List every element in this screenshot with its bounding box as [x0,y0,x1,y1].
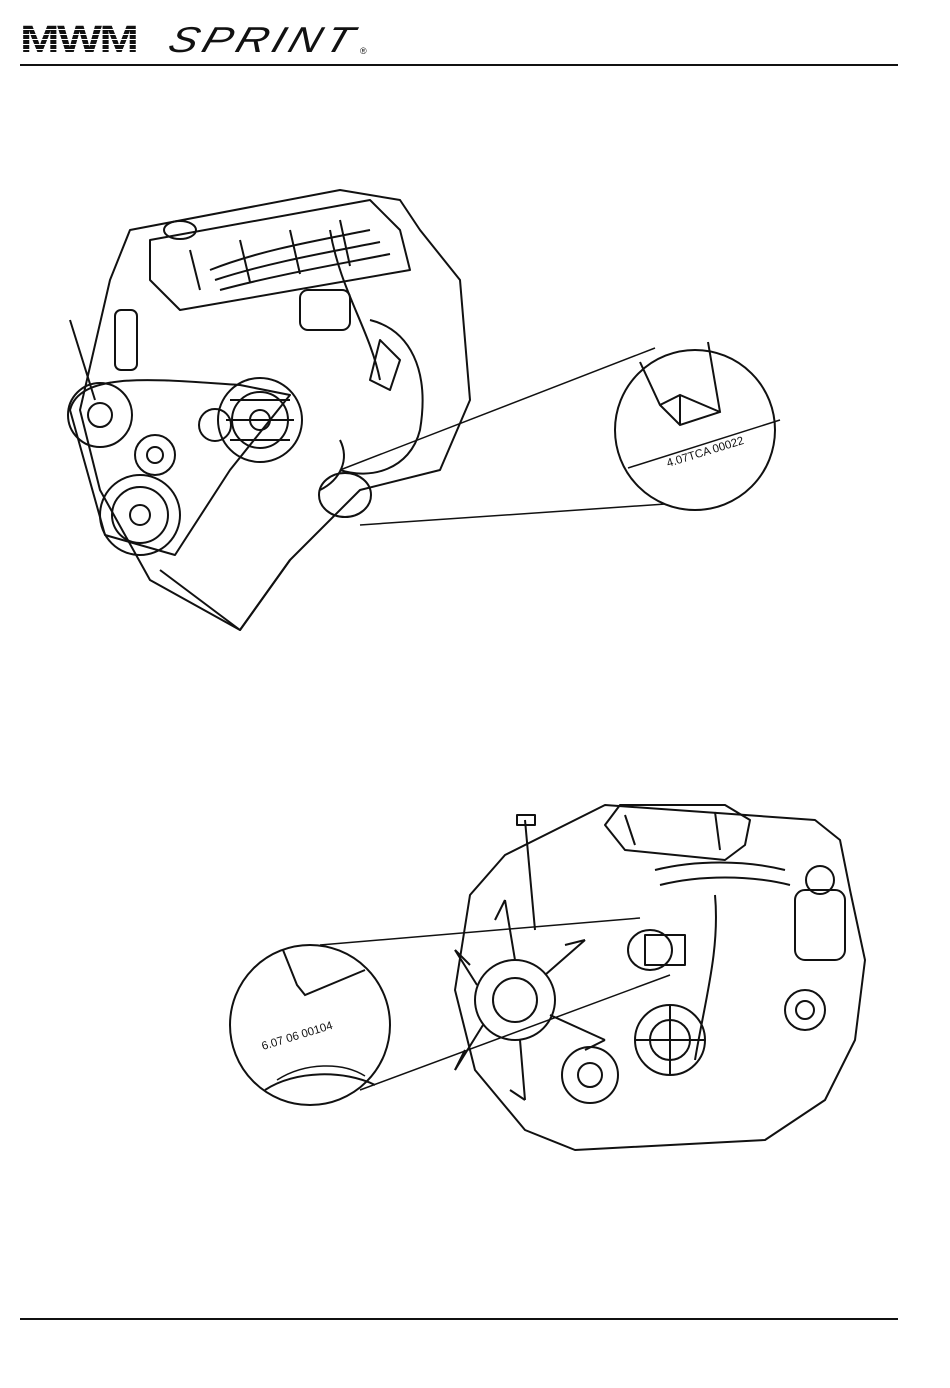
engine-6-cylinder-illustration: 6.07 06 00104 [225,800,890,1160]
callout-line-bottom [360,503,680,525]
logo-mwm-text: MWM [20,20,136,60]
callout-line-top-2 [320,918,640,945]
callout-line-top [340,348,655,470]
engine-figure-2: 6.07 06 00104 [225,800,890,1160]
page-header: MWM SPRINT ® [20,10,900,66]
callout-magnifier-2: 6.07 06 00104 [230,945,390,1105]
mwm-sprint-logo: MWM SPRINT ® [20,14,380,66]
registered-mark: ® [360,46,367,56]
engine-block-outline [80,190,470,630]
engine-4-cylinder-illustration: 4.07TCA 00022 [40,170,800,650]
stamp-location-marker [319,473,371,517]
callout-line-bottom-2 [360,975,670,1090]
header-rule [20,64,898,66]
callout-magnifier-1: 4.07TCA 00022 [615,342,780,510]
logo-sprint-text: SPRINT [164,20,364,60]
footer-rule [20,1318,898,1320]
engine-figure-1: 4.07TCA 00022 [40,170,800,650]
cylinder-head [150,200,410,310]
